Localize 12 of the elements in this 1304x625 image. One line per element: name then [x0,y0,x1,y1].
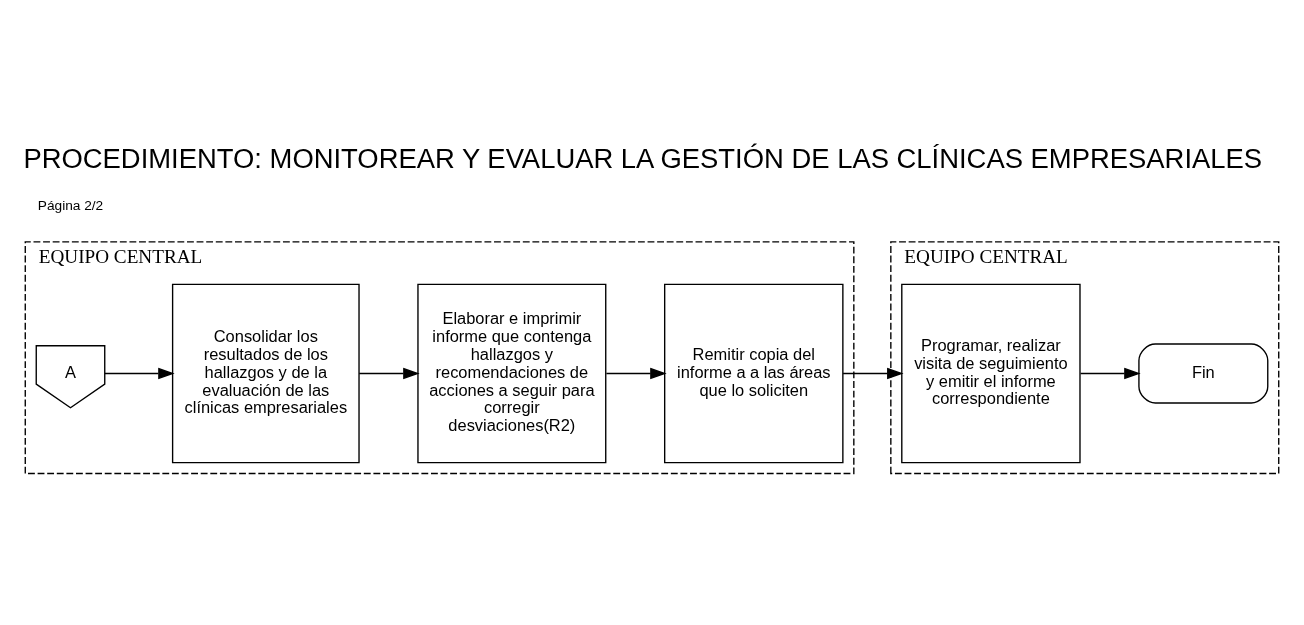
arrow [104,367,175,380]
diagram-title: PROCEDIMIENTO: MONITOREAR Y EVALUAR LA GESTIÓN DE LAS CLÍNICAS EMPRESARIALES [23,142,1263,174]
node-box: Fin [1138,343,1269,404]
arrow [605,367,667,380]
arrow [358,367,420,380]
arrow [842,367,904,380]
node-box: Remitir copia del informe a a las áreas que lo soliciten [664,283,844,464]
node-box: Elaborar e imprimir informe que contenga hallazgos y recomendaciones de acciones a seguir para corregir desviaciones(R2) [417,283,607,464]
node-box: Consolidar los resultados de los hallazgos y de la evaluación de las clínicas empresariales [171,283,360,464]
label: Página 2/2 [37,197,104,213]
node-box: Programar, realizar visita de seguimiento y emitir el informe correspondiente [901,283,1081,464]
arrow [1079,367,1141,380]
